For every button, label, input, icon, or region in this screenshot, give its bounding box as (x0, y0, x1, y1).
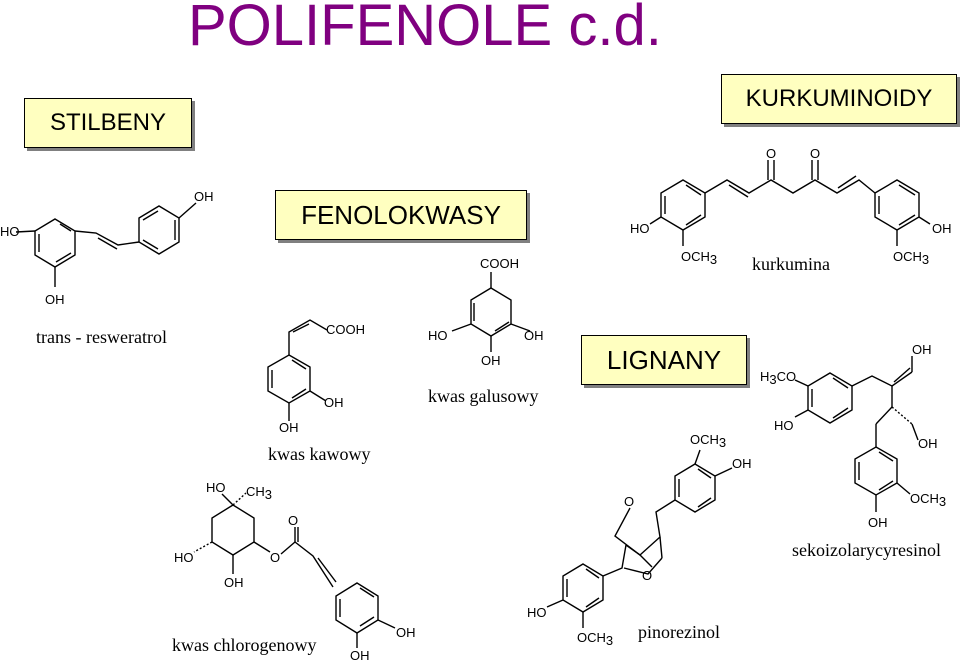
gallic-ho-label: HO (428, 328, 448, 343)
gallic-acid-structure: COOH HO OH OH kwas galusowy (428, 256, 544, 406)
curcumin-o-label: O (766, 146, 776, 161)
caffeic-oh-label-2: OH (279, 420, 299, 435)
pinoresinol-ring-top (674, 463, 716, 513)
caffeic-name: kwas kawowy (268, 444, 370, 464)
chlorogenic-ho-label-2: HO (174, 550, 194, 565)
curcumin-oh-label: OH (932, 221, 952, 236)
curcumin-o-label-2: O (810, 146, 820, 161)
chlorogenic-ch3-label: CH3 (246, 484, 272, 502)
caffeic-ring (267, 354, 311, 404)
pinoresinol-och-label: OCH3 (690, 432, 726, 450)
pinoresinol-o-label: O (624, 494, 634, 509)
curcumin-name: kurkumina (752, 254, 830, 274)
chlorogenic-aromatic-ring (335, 582, 379, 634)
pinoresinol-o-label-2: O (642, 568, 652, 583)
caffeic-cooh-label: COOH (326, 322, 365, 337)
seco-och-label: OCH3 (910, 491, 946, 509)
gallic-name: kwas galusowy (428, 386, 539, 406)
caffeic-acid-structure: COOH OH OH kwas kawowy (267, 319, 370, 464)
seco-h3co-label: H3CO (760, 369, 796, 387)
resveratrol-structure: HO OH OH trans - resweratrol (0, 189, 214, 347)
gallic-oh-label-2: OH (481, 353, 501, 368)
caffeic-oh-label: OH (324, 395, 344, 410)
resveratrol-ring-b (138, 205, 180, 255)
pinoresinol-ho-label: HO (527, 605, 547, 620)
curcumin-ring-left (660, 179, 706, 231)
resveratrol-name: trans - resweratrol (36, 327, 167, 347)
chlorogenic-ho-label: HO (206, 480, 226, 495)
gallic-ring (470, 287, 512, 337)
chlorogenic-oh-label-3: OH (350, 648, 370, 662)
chlorogenic-oh-label-2: OH (396, 625, 416, 640)
category-box-fenolokwasy: FENOLOKWASY (275, 190, 527, 240)
resveratrol-oh-label: OH (45, 292, 65, 307)
seco-oh-label: OH (912, 342, 932, 357)
seco-oh-label-2: OH (918, 436, 938, 451)
seco-oh-label-3: OH (868, 515, 888, 530)
curcumin-ring-right (874, 179, 920, 231)
curcumin-structure: O O HO OH OCH3 OCH3 kurkumina (630, 146, 952, 274)
page-title: POLIFENOLE c.d. (188, 0, 662, 58)
pinoresinol-och-label-2: OCH3 (577, 630, 613, 648)
pinoresinol-ring-bottom (562, 563, 604, 613)
category-box-stilbeny: STILBENY (24, 98, 192, 148)
pinoresinol-oh-label: OH (732, 456, 752, 471)
seco-ring-top (807, 372, 853, 424)
curcumin-ho-label: HO (630, 221, 650, 236)
category-box-lignany: LIGNANY (581, 335, 747, 385)
chlorogenic-quinic-ring (211, 504, 255, 556)
chlorogenic-acid-structure: HO CH3 O HO O OH OH OH kwas chlorogenowy (172, 480, 416, 662)
resveratrol-ho-label: HO (0, 224, 20, 239)
chlorogenic-name: kwas chlorogenowy (172, 635, 316, 655)
seco-ho-label: HO (774, 418, 794, 433)
category-box-kurkuminoidy: KURKUMINOIDY (721, 74, 957, 124)
pinoresinol-structure: OCH3 OH O O HO OCH3 pinorezinol (527, 432, 752, 648)
pinoresinol-name: pinorezinol (638, 622, 720, 642)
seco-ring-bottom (854, 446, 898, 496)
chlorogenic-o-label-2: O (270, 550, 280, 565)
resveratrol-ring-a (34, 218, 76, 268)
gallic-oh-label: OH (524, 328, 544, 343)
secoisolariciresinol-structure: OH H3CO HO OH OCH3 OH sekoizolarycyresin… (760, 342, 946, 560)
gallic-cooh-label: COOH (480, 256, 519, 271)
chlorogenic-oh-label: OH (224, 575, 244, 590)
resveratrol-oh-label-2: OH (194, 189, 214, 204)
seco-name: sekoizolarycyresinol (792, 540, 941, 560)
chlorogenic-o-label: O (288, 513, 298, 528)
curcumin-och-label-2: OCH3 (893, 249, 929, 267)
curcumin-och-label: OCH3 (681, 249, 717, 267)
